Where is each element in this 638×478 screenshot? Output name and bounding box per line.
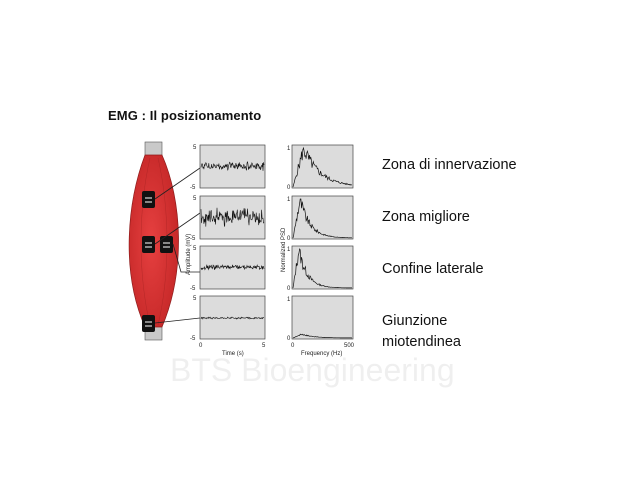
amplitude-tick: 5 bbox=[193, 246, 197, 252]
amplitude-tick: -5 bbox=[190, 236, 196, 242]
psd-curve-2 bbox=[292, 198, 352, 239]
psd-tick: 1 bbox=[287, 247, 291, 253]
psd-tick: 0 bbox=[287, 336, 291, 342]
psd-tick: 1 bbox=[287, 197, 291, 203]
psd-tick: 0 bbox=[287, 185, 291, 191]
time-axis-ticks: 5 -5 5 -5 5 -5 5 -5 0 5 Time (s) Amplitu… bbox=[186, 145, 266, 357]
electrode-lateral bbox=[160, 236, 173, 253]
emg-signal-3 bbox=[200, 264, 265, 271]
emg-signal-1 bbox=[200, 161, 265, 171]
location-label-tendon: Giunzione miotendinea bbox=[382, 313, 461, 350]
connector-line bbox=[154, 167, 201, 200]
psd-axis-label: Normalized PSD bbox=[281, 227, 287, 272]
psd-panel-4 bbox=[291, 295, 354, 340]
amplitude-tick: -5 bbox=[190, 286, 196, 292]
psd-curve-1 bbox=[292, 146, 353, 188]
frequency-axis-label: Frequency (Hz) bbox=[301, 351, 342, 357]
connector-line bbox=[154, 212, 201, 245]
muscle-fiber bbox=[140, 157, 151, 326]
time-tick-min: 0 bbox=[199, 343, 203, 349]
psd-tick: 1 bbox=[287, 297, 291, 303]
time-axis-label: Time (s) bbox=[222, 351, 244, 357]
location-label-lateral: Confine laterale bbox=[382, 261, 484, 277]
psd-panel-3 bbox=[291, 245, 354, 290]
emg-signal-2 bbox=[200, 207, 265, 227]
psd-axis-ticks: 1 0 1 0 1 0 1 0 0 500 Frequency (Hz) Nor… bbox=[281, 146, 355, 357]
time-panels bbox=[199, 144, 266, 340]
connector-lines bbox=[154, 167, 201, 324]
psd-panel-1 bbox=[291, 144, 354, 189]
electrode-best bbox=[142, 236, 155, 253]
electrode-innervation bbox=[142, 191, 155, 208]
time-panel-1 bbox=[199, 144, 266, 189]
amplitude-tick: 5 bbox=[193, 196, 197, 202]
slide-title: EMG : Il posizionamento bbox=[108, 108, 262, 123]
electrodes bbox=[142, 191, 173, 332]
amplitude-axis-label: Amplitude (mV) bbox=[186, 234, 192, 275]
location-label-innervation: Zona di innervazione bbox=[382, 157, 517, 173]
connector-line bbox=[172, 243, 200, 273]
amplitude-tick: 5 bbox=[193, 296, 197, 302]
time-tick-max: 5 bbox=[262, 343, 266, 349]
psd-tick: 0 bbox=[287, 236, 291, 242]
psd-curve-4 bbox=[292, 333, 353, 339]
electrode-tendon bbox=[142, 315, 155, 332]
watermark-text: BTS Bioengineering bbox=[170, 352, 455, 388]
amplitude-tick: 5 bbox=[193, 145, 197, 151]
location-label-best: Zona migliore bbox=[382, 209, 470, 225]
psd-tick: 1 bbox=[287, 146, 291, 152]
psd-panels bbox=[291, 144, 354, 340]
tendon-top bbox=[144, 141, 163, 157]
frequency-tick-min: 0 bbox=[291, 343, 295, 349]
amplitude-tick: -5 bbox=[190, 336, 196, 342]
emg-signal-4 bbox=[200, 316, 264, 320]
connector-line bbox=[154, 317, 201, 324]
psd-tick: 0 bbox=[287, 286, 291, 292]
amplitude-tick: -5 bbox=[190, 185, 196, 191]
psd-curve-3 bbox=[292, 248, 352, 289]
frequency-tick-max: 500 bbox=[344, 343, 355, 349]
